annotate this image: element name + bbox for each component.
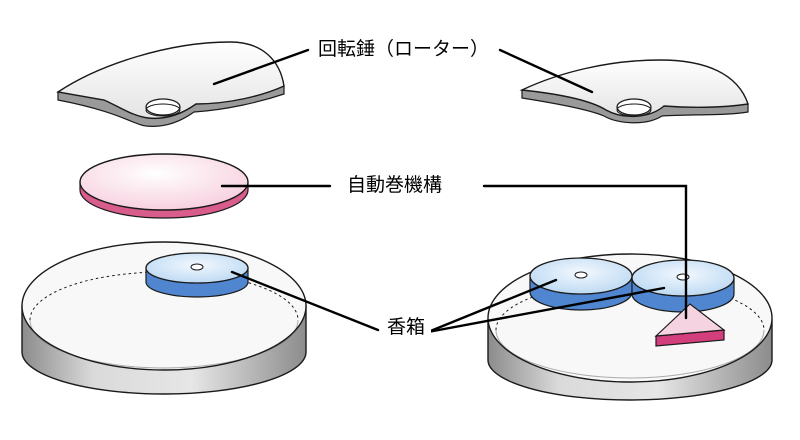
rotor-left-hole (145, 98, 181, 116)
self-winding-disc-face (79, 153, 249, 211)
leader-barrel-left (230, 270, 380, 332)
self-winding-label: 自動巻機構 (341, 174, 449, 196)
rotor-left-face (56, 41, 285, 120)
barrel-right-2 (631, 259, 735, 313)
rotor-right-hole (616, 98, 652, 116)
leader-barrel-right-2 (426, 286, 666, 334)
leader-lines (212, 48, 688, 334)
barrel-label: 香箱 (381, 316, 432, 338)
leader-self-winding-right (482, 184, 688, 320)
leader-barrel-right-1 (426, 278, 558, 334)
rotor-left (56, 41, 285, 127)
barrel-left (145, 252, 249, 298)
movement-case-right (487, 253, 773, 401)
rotor-label: 回転錘（ローター） (312, 38, 496, 60)
leader-rotor-right (498, 48, 594, 94)
leader-rotor-left (212, 48, 310, 86)
rotor-right (519, 59, 749, 124)
self-winding-wedge (654, 303, 726, 347)
self-winding-disc (79, 153, 249, 219)
rotor-right-face (519, 59, 749, 118)
barrel-right-1 (529, 257, 633, 311)
movement-case-left (21, 241, 307, 395)
